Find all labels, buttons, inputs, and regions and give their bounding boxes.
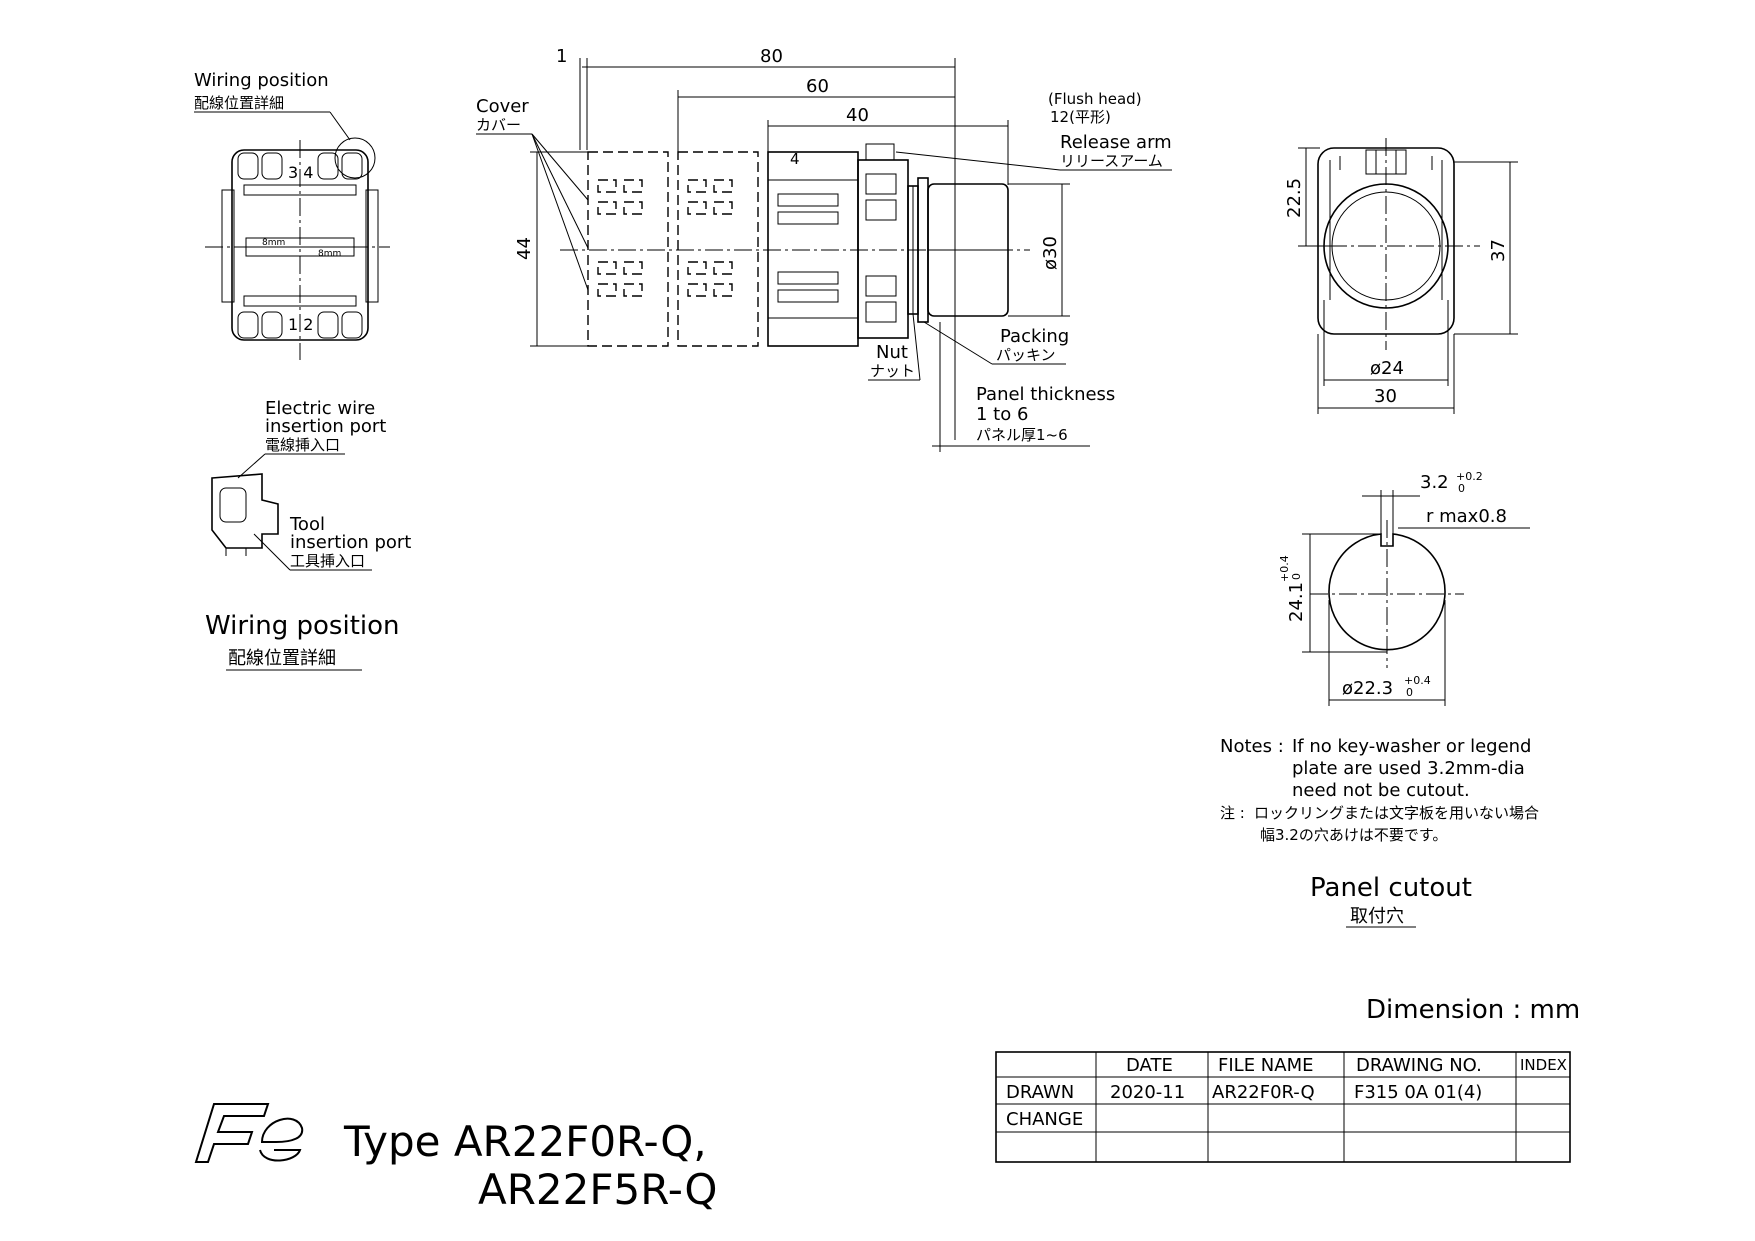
dimension-unit: Dimension : mm [1366,995,1580,1025]
nut-label-jp: ナット [870,362,915,380]
header-drawing-no: DRAWING NO. [1356,1055,1482,1076]
dim-30: 30 [1374,386,1397,407]
dim-80: 80 [760,46,783,67]
terminal-bottom-numbers: 1 2 [288,315,313,334]
notes-jp-line-2: 幅3.2の穴あけは不要です。 [1260,826,1447,844]
tool-port-label-1: Tool [289,514,325,535]
notes-line-2: plate are used 3.2mm-dia [1292,758,1525,779]
panel-cutout-caption-jp: 取付穴 [1350,906,1404,927]
wiring-caption-en: Wiring position [205,611,400,641]
panel-cutout: 3.2 +0.2 0 r max0.8 24.1 +0.4 0 ø22.3 +0… [1278,470,1530,706]
row-drawn-file: AR22F0R-Q [1212,1082,1315,1103]
flush-head-label-jp: 12(平形) [1050,108,1111,126]
type-line-2: AR22F5R-Q [478,1165,717,1214]
notes-label: Notes : [1220,736,1284,757]
strip-label-b: 8mm [318,249,341,259]
dim-40: 40 [846,105,869,126]
dim-dia-tol0: 0 [1406,686,1413,699]
wiring-detail-label-jp: 配線位置詳細 [194,94,284,112]
notes: Notes : If no key-washer or legend plate… [1220,736,1539,844]
dim-37: 37 [1488,239,1509,262]
panel-cutout-caption-en: Panel cutout [1310,873,1472,903]
dim-key-tol: +0.2 [1456,470,1483,483]
front-view: 22.5 37 ø24 30 [1284,138,1518,414]
panel-thickness-label-jp: パネル厚1~6 [976,426,1068,444]
header-date: DATE [1126,1055,1173,1076]
wiring-position-detail: Wiring position 配線位置詳細 3 4 1 2 8mm 8mm [194,70,390,360]
cover-label: Cover [476,96,529,117]
dim-key-tol0: 0 [1458,482,1465,495]
notes-jp-line-1: ロックリングまたは文字板を用いない場合 [1254,804,1539,822]
wire-port-detail: Electric wire insertion port 電線挿入口 Tool … [211,398,411,571]
fuji-logo: Fe [0,0,304,1163]
release-arm-label: Release arm [1060,132,1172,153]
panel-thickness-range: 1 to 6 [976,404,1028,425]
dim-60: 60 [806,76,829,97]
dim-dia-22-3: ø22.3 [1342,678,1393,699]
dim-1: 1 [556,46,567,67]
cover-label-jp: カバー [476,116,521,134]
type-line-1: Type AR22F0R-Q, [343,1117,707,1166]
dim-44: 44 [514,237,535,260]
notes-line-3: need not be cutout. [1292,780,1470,801]
header-file-name: FILE NAME [1218,1055,1313,1076]
dim-24-1: 24.1 [1286,582,1307,622]
electric-wire-label-1: Electric wire [265,398,375,419]
notes-jp-label: 注 : [1220,804,1245,822]
dim-dia-tol: +0.4 [1404,674,1431,687]
dim-dia-24: ø24 [1370,358,1404,379]
tool-port-label-2: insertion port [290,532,411,553]
fuji-logo-text: Fe [0,0,2,1]
release-arm-label-jp: リリースアーム [1060,152,1163,170]
dim-24-1-tol0: 0 [1290,573,1303,580]
notes-line-1: If no key-washer or legend [1292,736,1531,757]
wiring-caption-jp: 配線位置詳細 [228,648,336,669]
packing-label: Packing [1000,326,1069,347]
panel-thickness-label: Panel thickness [976,384,1115,405]
electric-wire-label-2: insertion port [265,416,386,437]
radius-label: r max0.8 [1426,506,1507,527]
side-view: 1 80 60 40 (Flush head) 12(平形) 44 Cover … [476,46,1172,452]
dim-dia-30: ø30 [1040,236,1061,270]
row-drawn-label: DRAWN [1006,1082,1074,1103]
terminal-number-4: 4 [790,150,800,168]
dim-key-3-2: 3.2 [1420,472,1449,493]
nut-label: Nut [876,342,908,363]
electric-wire-label-jp: 電線挿入口 [265,436,340,454]
dim-24-1-tol: +0.4 [1278,555,1291,582]
row-drawn-date: 2020-11 [1110,1082,1185,1103]
flush-head-label: (Flush head) [1048,90,1142,108]
row-change-label: CHANGE [1006,1109,1083,1130]
tool-port-label-jp: 工具挿入口 [290,552,365,570]
terminal-top-numbers: 3 4 [288,163,313,182]
wiring-detail-label-en: Wiring position [194,70,329,91]
title-block: DATE FILE NAME DRAWING NO. INDEX DRAWN 2… [995,1051,1571,1163]
packing-label-jp: パッキン [996,346,1056,364]
header-index: INDEX [1520,1056,1567,1074]
row-drawn-drawing: F315 0A 01(4) [1354,1082,1482,1103]
dim-22-5: 22.5 [1284,178,1305,218]
strip-label-a: 8mm [262,238,285,248]
